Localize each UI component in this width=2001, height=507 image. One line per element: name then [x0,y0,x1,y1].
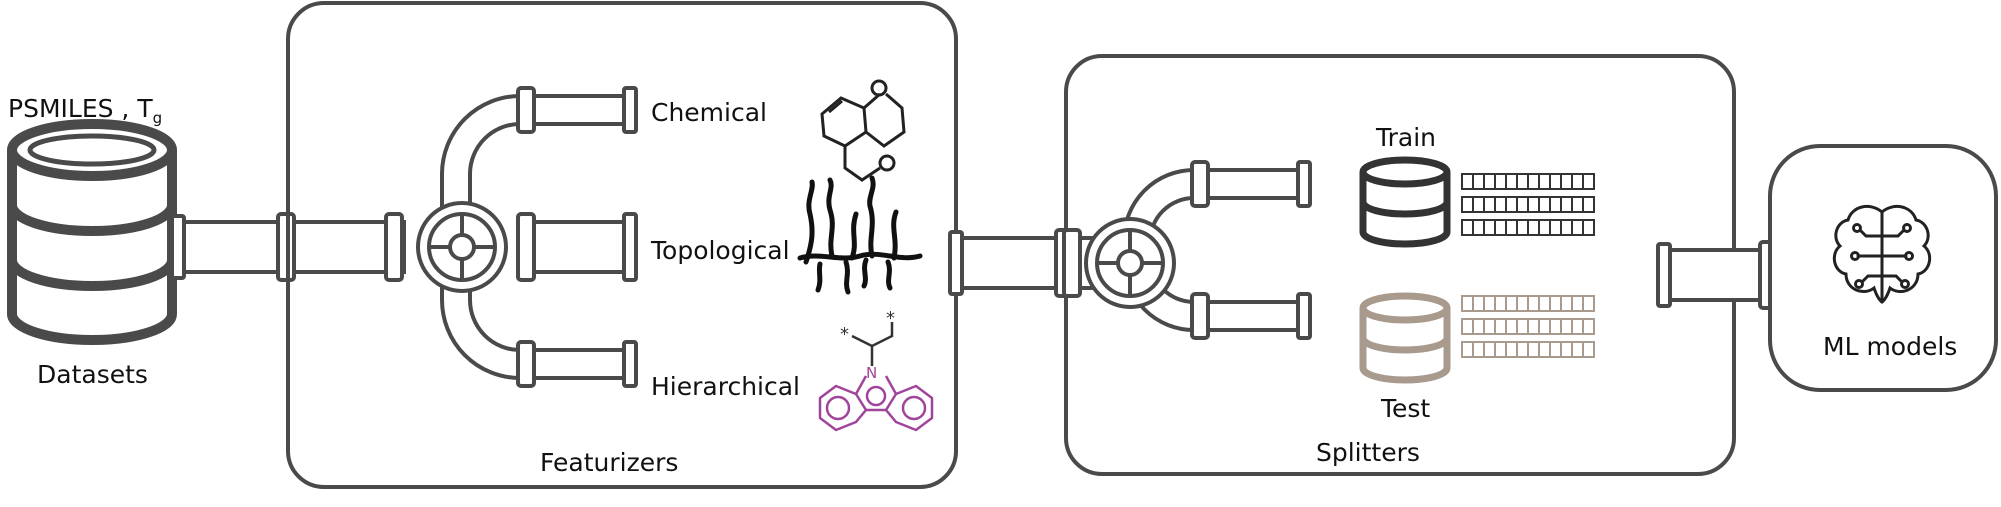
test-data-row [1461,295,1595,312]
datasets-top-label: PSMILES , Tg [8,96,162,126]
hierarchical-nitrogen-label: N [866,364,878,382]
pipe-datasets-to-featurizers [170,212,296,282]
splitters-pipe-manifold [1062,160,1312,340]
brain-icon [1832,204,1932,304]
topological-graph-icon [797,175,923,295]
featurizers-pipe-manifold [292,86,638,388]
polymer-endpoint-star-left: * [840,324,849,345]
datasets-label: Datasets [37,360,148,389]
ml-models-label: ML models [1823,332,1958,361]
polymer-endpoint-star-right: * [886,308,895,329]
chemical-molecule-icon [820,79,906,182]
train-label: Train [1376,123,1436,152]
test-data-row [1461,341,1595,358]
hierarchical-molecule-icon: * * [818,308,934,432]
train-data-row [1461,219,1595,236]
pipe-featurizers-to-splitters [948,228,1074,298]
train-database-icon [1359,156,1451,248]
datasets-database-icon [7,119,177,345]
datasets-top-label-prefix: PSMILES , T [8,94,153,123]
datasets-top-label-sub: g [152,109,163,127]
train-data-row [1461,173,1595,190]
train-data-row [1461,196,1595,213]
test-label: Test [1381,394,1431,423]
featurizer-option-chemical: Chemical [651,98,767,127]
test-data-row [1461,318,1595,335]
featurizer-option-hierarchical: Hierarchical [651,372,800,401]
pipe-splitters-to-models [1656,240,1778,310]
featurizers-title: Featurizers [540,448,679,477]
test-database-icon [1359,292,1451,384]
splitters-title: Splitters [1316,438,1420,467]
featurizer-option-topological: Topological [651,236,790,265]
